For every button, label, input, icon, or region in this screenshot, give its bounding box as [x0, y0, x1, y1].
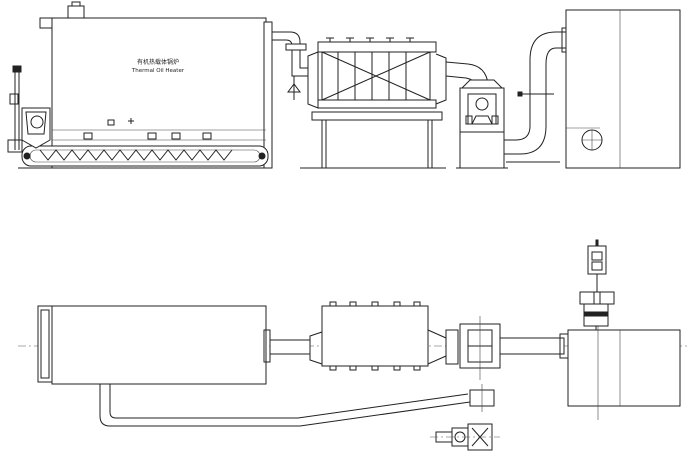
thermal-oil-heater-plan: [37, 305, 271, 385]
cyclone-collector-elevation: [456, 79, 508, 169]
flue-duct-elevation: [272, 31, 308, 100]
thermal-oil-heater-elevation: 有机热载体锅炉 Thermal Oil Heater: [39, 1, 273, 169]
duct-boiler-to-preheater: [269, 331, 323, 365]
cyclone-collector-plan: [445, 316, 501, 380]
coal-hopper: [7, 65, 51, 153]
plan-view: [18, 239, 690, 451]
heater-label-cn: 有机热载体锅炉: [137, 58, 179, 66]
duct-to-chimney-plan: [499, 333, 569, 359]
chimney-tower-plan: [567, 320, 681, 420]
inspection-ports: [83, 118, 212, 140]
forced-draft-blower: [430, 423, 500, 451]
chimney-tower-elevation: [565, 9, 681, 169]
induced-draft-fan: [579, 239, 615, 330]
elevation-view: 有机热载体锅炉 Thermal Oil Heater: [7, 1, 681, 169]
air-preheater-elevation: [307, 37, 447, 109]
exhaust-duct-elevation: [504, 27, 569, 163]
air-preheater-plan: [321, 301, 447, 371]
chain-grate-stoker: [18, 145, 272, 169]
return-air-duct: [99, 384, 495, 427]
support-frame: [300, 111, 446, 169]
heater-label-en: Thermal Oil Heater: [131, 68, 185, 74]
